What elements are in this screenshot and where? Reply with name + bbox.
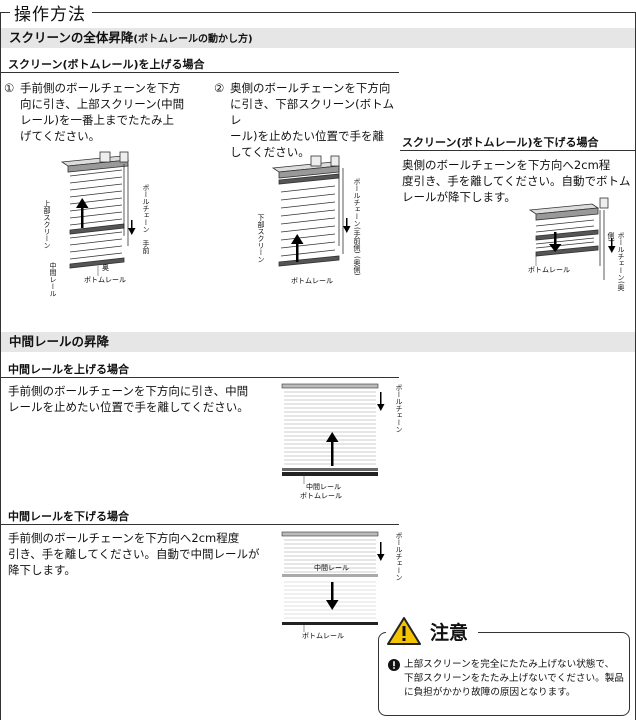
warning-icon — [387, 617, 421, 645]
raise-screen-title: スクリーン(ボトムレール)を上げる場合 — [8, 58, 205, 71]
lower-screen-underline — [400, 150, 635, 151]
lower-line: 奥側のボールチェーンを下方向へ2cm程 — [402, 158, 611, 172]
mid-lower-title: 中間レールを下げる場合 — [8, 510, 129, 523]
section1-heading-text: スクリーンの全体昇降 — [9, 30, 134, 45]
caution-header: 注意 — [386, 616, 478, 646]
lower-screen-text: 奥側のボールチェーンを下方向へ2cm程 度引き、手を離してください。自動でボトム… — [402, 157, 634, 205]
figure-raise-upper-screen: 奥 ボトムレール — [60, 151, 136, 284]
fig2-ball-chain-label: ボールチェーン(手前側) — [353, 178, 361, 254]
mid-lower-underline — [1, 524, 399, 525]
step2-line: に引き、下部スクリーン(ボトムレ — [230, 97, 395, 127]
fig1-back-label: 奥 — [102, 263, 109, 272]
step1-line: 向に引き、上部スクリーン(中間 — [20, 97, 185, 111]
fig3-ball-chain-label: ボールチェーン(奥側) — [607, 232, 625, 291]
fig1-ball-chain-label: ボールチェーン — [142, 184, 150, 233]
caution-line: 下部スクリーンをたたみ上げないでください。製品 — [404, 673, 624, 684]
mid-raise-underline — [1, 377, 399, 378]
mid-lower-text: 手前側のボールチェーンを下方向へ2cm程度 引き、手を離してください。自動で中間… — [8, 530, 276, 578]
step2-line: ール)を止めたい位置で手を離 — [230, 129, 384, 143]
step1-line: レール)を一番上までたたみ上 — [20, 113, 174, 127]
fig4-mid-rail-label: 中間レール — [306, 482, 341, 491]
fig1-front-label: 手前 — [142, 240, 150, 254]
section1-heading-sub: (ボトムレールの動かし方) — [133, 34, 253, 45]
fig2-lower-screen-label: 下部スクリーン — [257, 214, 265, 263]
section1-heading: スクリーンの全体昇降(ボトムレールの動かし方) — [1, 28, 635, 48]
caution-line: 上部スクリーンを完全にたたみ上げない状態で、 — [404, 659, 615, 670]
mid-raise-line: 手前側のボールチェーンを下方向に引き、中間 — [8, 384, 249, 398]
mid-lower-line: 手前側のボールチェーンを下方向へ2cm程度 — [8, 531, 240, 545]
fig5-bottom-rail-label: ボトムレール — [302, 632, 344, 640]
mid-raise-text: 手前側のボールチェーンを下方向に引き、中間 レールを止めたい位置で手を離してくだ… — [8, 383, 276, 415]
section2-heading-text: 中間レールの昇降 — [9, 334, 110, 349]
fig1-upper-screen-label: 上部スクリーン — [43, 200, 51, 249]
caution-text: 上部スクリーンを完全にたたみ上げない状態で、 下部スクリーンをたたみ上げないでく… — [404, 658, 632, 700]
mid-lower-line: 降下します。 — [8, 563, 76, 577]
fig4-ball-chain-label: ボールチェーン — [395, 384, 403, 433]
step2-text: 奥側のボールチェーンを下方向 に引き、下部スクリーン(ボトムレ ール)を止めたい… — [230, 80, 400, 160]
fig2-bottom-rail-label: ボトムレール — [291, 277, 333, 285]
step1-text: 手前側のボールチェーンを下方 向に引き、上部スクリーン(中間 レール)を一番上ま… — [20, 80, 200, 144]
step2-num: ② — [214, 81, 225, 95]
section2-heading: 中間レールの昇降 — [1, 332, 635, 352]
mid-raise-line: レールを止めたい位置で手を離してください。 — [8, 400, 249, 414]
fig5-ball-chain-label: ボールチェーン — [395, 532, 403, 581]
lower-screen-title: スクリーン(ボトムレール)を下げる場合 — [402, 136, 599, 149]
title-rule-right — [92, 12, 636, 13]
page-title: 操作方法 — [14, 5, 86, 25]
fig2-back-label: (奥側) — [353, 256, 361, 276]
figure-mid-raise: 中間レール ボトムレール — [281, 383, 385, 500]
figure-raise-lower-screen: ボトムレール — [271, 155, 351, 285]
mid-raise-title: 中間レールを上げる場合 — [8, 363, 129, 376]
step1-line: げてください。 — [20, 129, 101, 143]
exclamation-icon — [388, 659, 400, 671]
lower-line: 度引き、手を離してください。自動でボトム — [402, 174, 631, 188]
fig4-bottom-rail-label: ボトムレール — [300, 492, 342, 500]
caution-label: 注意 — [430, 622, 469, 644]
fig5-mid-rail-label: 中間レール — [314, 563, 349, 572]
raise-screen-underline — [1, 72, 399, 73]
fig3-bottom-rail-label: ボトムレール — [528, 266, 570, 274]
figure-mid-lower: 中間レール ボトムレール — [281, 531, 385, 640]
frame-left — [0, 12, 1, 720]
step1-line: 手前側のボールチェーンを下方 — [20, 81, 181, 95]
step1-num: ① — [4, 81, 15, 95]
caution-box — [378, 632, 630, 716]
fig1-bottom-rail-label: ボトムレール — [84, 276, 126, 284]
fig1-mid-rail-label: 中間レール — [49, 262, 57, 297]
mid-lower-line: 引き、手を離してください。自動で中間レールが — [8, 547, 260, 561]
title-rule-left — [0, 12, 10, 13]
step2-line: してください。 — [230, 145, 310, 159]
figure-lower-screen: ボトムレール — [528, 197, 616, 280]
lower-line: レールが降下します。 — [402, 190, 516, 204]
caution-line: に負担がかかり故障の原因となります。 — [404, 687, 576, 698]
step2-line: 奥側のボールチェーンを下方向 — [230, 81, 391, 95]
